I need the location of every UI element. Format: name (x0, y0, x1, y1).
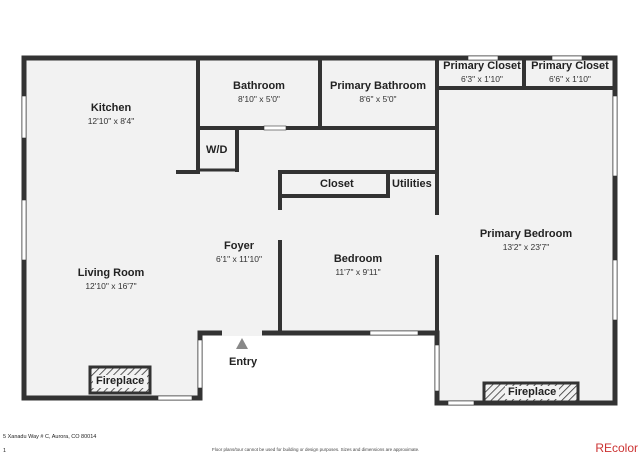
living-room-name: Living Room (77, 267, 145, 279)
door-openings (222, 210, 440, 336)
foyer-dims: 6'1" x 11'10" (216, 254, 262, 264)
primary-closet-2-dims: 6'6" x 1'10" (549, 74, 591, 84)
primary-bedroom-name: Primary Bedroom (479, 228, 573, 240)
bedroom-dims: 11'7" x 9'11" (335, 267, 381, 277)
kitchen-name: Kitchen (90, 102, 132, 114)
entry-arrow-icon (236, 338, 248, 349)
bathroom-dims: 8'10" x 5'0" (238, 94, 280, 104)
foyer-name: Foyer (224, 240, 254, 252)
primary-closet-2-name: Primary Closet (531, 60, 609, 72)
primary-bathroom-dims: 8'6" x 5'0" (359, 94, 397, 104)
page-number: 1 (3, 448, 7, 454)
primary-bedroom-dims: 13'2" x 23'7" (502, 242, 550, 252)
brand-logo: REcolor (595, 441, 638, 455)
closet-label: Closet (320, 178, 354, 190)
primary-closet-1-dims: 6'3" x 1'10" (461, 74, 503, 84)
entry-label: Entry (229, 356, 258, 368)
primary-bathroom-name: Primary Bathroom (330, 80, 426, 92)
utilities-label: Utilities (392, 178, 432, 190)
kitchen-dims: 12'10" x 8'4" (87, 116, 135, 126)
windows (21, 55, 618, 406)
fireplace-bedroom-label: Fireplace (505, 386, 560, 399)
primary-closet-1-name: Primary Closet (443, 60, 521, 72)
living-room-dims: 12'10" x 16'7" (85, 281, 137, 291)
disclaimer-text: Floor plans/tour cannot be used for buil… (212, 447, 420, 452)
fireplace-living-label: Fireplace (93, 375, 148, 388)
bathroom-name: Bathroom (233, 80, 285, 92)
bedroom-name: Bedroom (333, 253, 383, 265)
wd-label: W/D (206, 144, 228, 156)
address-text: 5 Xanadu Way # C, Aurora, CO 80014 (3, 434, 97, 440)
